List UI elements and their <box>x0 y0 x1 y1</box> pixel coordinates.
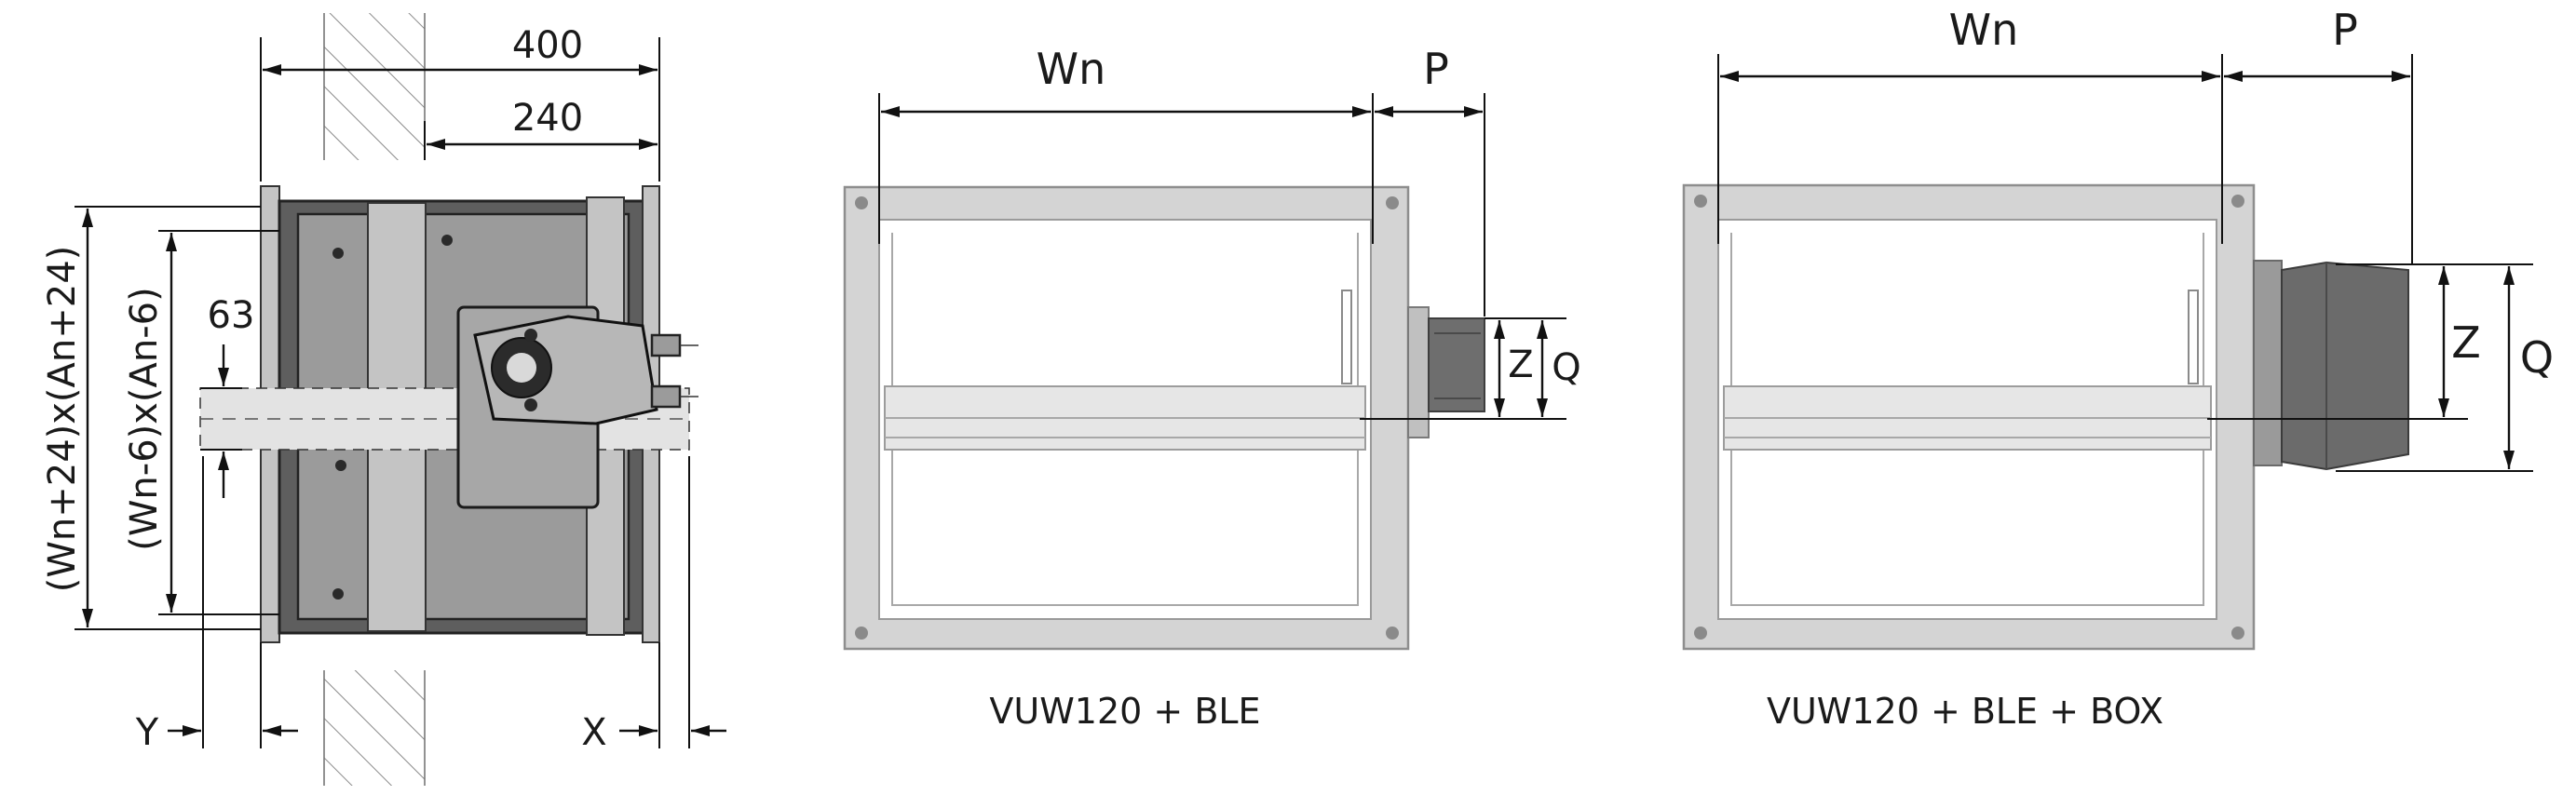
dim-z: Z <box>1508 344 1533 386</box>
dim-q: Q <box>2520 332 2554 383</box>
side-section-view: 400 240 63 (Wn+24)x(An+24) (Wn-6)x(An-6)… <box>41 13 726 786</box>
damper-housing <box>199 185 690 643</box>
caption-ble: VUW120 + BLE <box>989 691 1260 732</box>
actuator-box <box>2253 260 2409 471</box>
front-view-ble: Wn P Z Q VUW120 + BLE <box>843 44 1581 732</box>
actuator <box>456 305 698 509</box>
dim-inner-size: (Wn-6)x(An-6) <box>123 287 166 550</box>
damper-frame <box>1682 183 2256 651</box>
actuator-ble <box>1407 306 1485 438</box>
wall-hatch <box>323 13 426 786</box>
front-view-ble-box: Wn P Z Q VUW120 + BLE + BOX <box>1682 5 2554 732</box>
dim-z: Z <box>2451 317 2481 368</box>
dim-blade-offset: 63 <box>208 294 255 337</box>
caption-ble-box: VUW120 + BLE + BOX <box>1767 691 2163 732</box>
dim-protrusion: P <box>1423 44 1449 94</box>
dim-q: Q <box>1552 346 1580 389</box>
dim-width: Wn <box>1037 44 1106 94</box>
damper-frame <box>843 185 1410 651</box>
dim-width: Wn <box>1949 5 2019 55</box>
dim-overall-depth: 400 <box>512 24 583 67</box>
dim-offset-x: X <box>581 711 606 754</box>
dim-protrusion: P <box>2332 5 2358 55</box>
dim-offset-y: Y <box>135 711 159 754</box>
dim-outer-size: (Wn+24)x(An+24) <box>41 246 84 593</box>
dim-inner-depth: 240 <box>512 97 583 140</box>
